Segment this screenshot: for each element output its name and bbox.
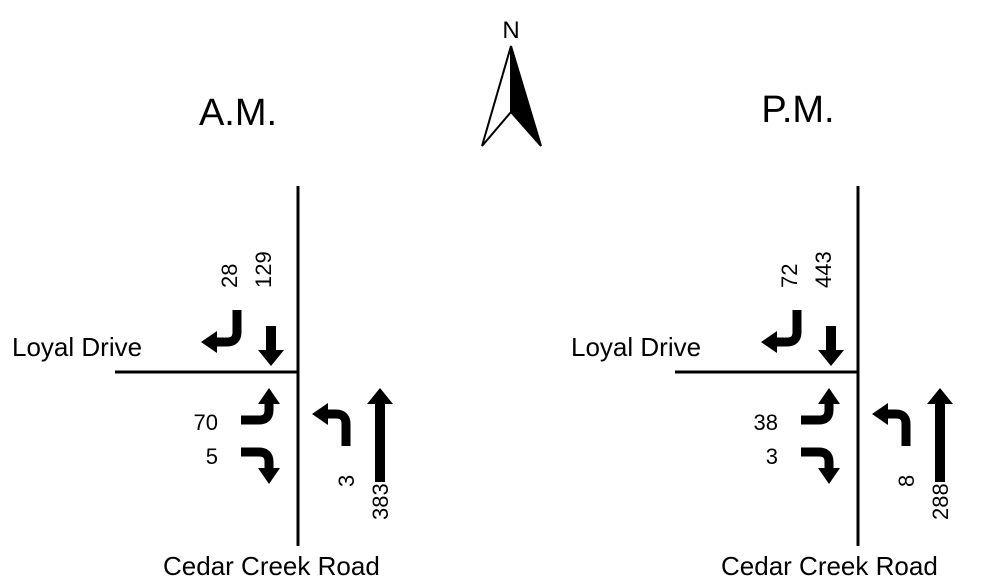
northbound-through-volume: 383 [368, 483, 393, 520]
period-title: P.M. [761, 89, 834, 131]
southbound-right-volume: 72 [777, 264, 802, 288]
southbound-through-volume: 129 [251, 251, 276, 288]
eastbound-right-volume: 5 [206, 444, 218, 469]
east-west-road-label: Loyal Drive [571, 332, 701, 362]
southbound-right-arrow [761, 310, 797, 353]
eastbound-left-arrow [241, 388, 280, 420]
southbound-through-arrow [818, 326, 844, 366]
north-label: N [502, 17, 519, 44]
north-south-road-label: Cedar Creek Road [163, 551, 380, 580]
southbound-right-volume: 28 [217, 264, 242, 288]
north-south-road-label: Cedar Creek Road [721, 551, 938, 580]
southbound-through-volume: 443 [811, 251, 836, 288]
north-arrow-right-half [510, 45, 542, 147]
eastbound-right-arrow [241, 452, 280, 484]
north-arrow: N [481, 17, 542, 147]
southbound-right-arrow [201, 310, 237, 353]
eastbound-left-volume: 38 [754, 410, 778, 435]
period-title: A.M. [199, 92, 277, 134]
northbound-left-volume: 8 [894, 475, 919, 487]
northbound-left-arrow [312, 403, 346, 446]
northbound-through-arrow [367, 388, 393, 482]
eastbound-left-volume: 70 [194, 410, 218, 435]
northbound-through-arrow [927, 388, 953, 482]
eastbound-left-arrow [801, 388, 840, 420]
northbound-left-volume: 3 [334, 475, 359, 487]
eastbound-right-volume: 3 [766, 444, 778, 469]
north-arrow-left-half [481, 45, 512, 147]
northbound-left-arrow [872, 403, 906, 446]
panel-am: A.M. Loyal Drive Cedar Creek Road 28 129… [12, 92, 393, 580]
northbound-through-volume: 288 [928, 483, 953, 520]
southbound-through-arrow [258, 326, 284, 366]
eastbound-right-arrow [801, 452, 840, 484]
east-west-road-label: Loyal Drive [12, 332, 142, 362]
panel-pm: P.M. Loyal Drive Cedar Creek Road 72 443… [571, 89, 953, 580]
